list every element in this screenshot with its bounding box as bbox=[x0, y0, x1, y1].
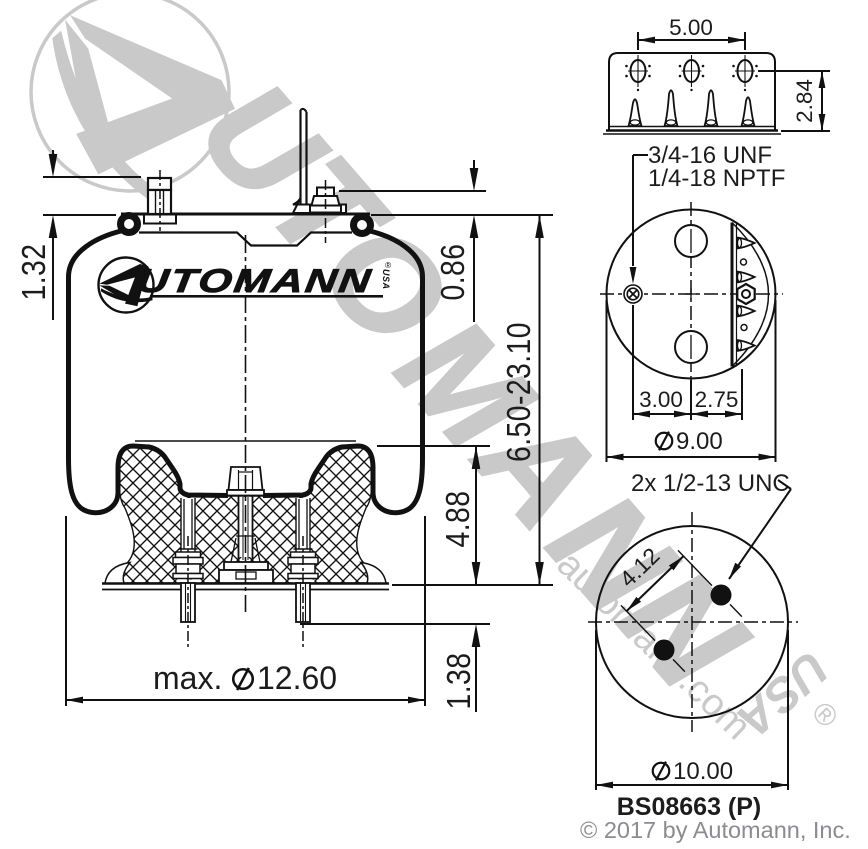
svg-text:10.00: 10.00 bbox=[673, 758, 733, 785]
svg-text:BS08663 (P): BS08663 (P) bbox=[617, 793, 762, 821]
svg-text:3.00: 3.00 bbox=[639, 387, 683, 412]
svg-text:2.84: 2.84 bbox=[792, 79, 817, 123]
svg-text:0.86: 0.86 bbox=[434, 244, 472, 301]
svg-text:1/4-18 NPTF: 1/4-18 NPTF bbox=[648, 165, 785, 192]
svg-text:6.50-23.10: 6.50-23.10 bbox=[500, 322, 538, 462]
svg-text:© 2017 by Automann, Inc.: © 2017 by Automann, Inc. bbox=[580, 817, 851, 843]
svg-text:3/4-16 UNF: 3/4-16 UNF bbox=[648, 142, 772, 169]
svg-text:12.60: 12.60 bbox=[257, 660, 337, 696]
svg-text:2.75: 2.75 bbox=[695, 387, 739, 412]
svg-text:max.: max. bbox=[153, 660, 222, 696]
svg-text:USA: USA bbox=[381, 269, 391, 290]
svg-text:1.38: 1.38 bbox=[440, 653, 478, 710]
svg-text:9.00: 9.00 bbox=[676, 428, 723, 455]
svg-text:2x 1/2-13 UNC: 2x 1/2-13 UNC bbox=[631, 470, 790, 497]
svg-text:5.00: 5.00 bbox=[669, 15, 713, 40]
svg-text:4.88: 4.88 bbox=[439, 491, 477, 548]
svg-text:®: ® bbox=[385, 260, 392, 270]
svg-text:1.32: 1.32 bbox=[15, 244, 53, 301]
svg-text:UTOMANN: UTOMANN bbox=[135, 263, 375, 300]
